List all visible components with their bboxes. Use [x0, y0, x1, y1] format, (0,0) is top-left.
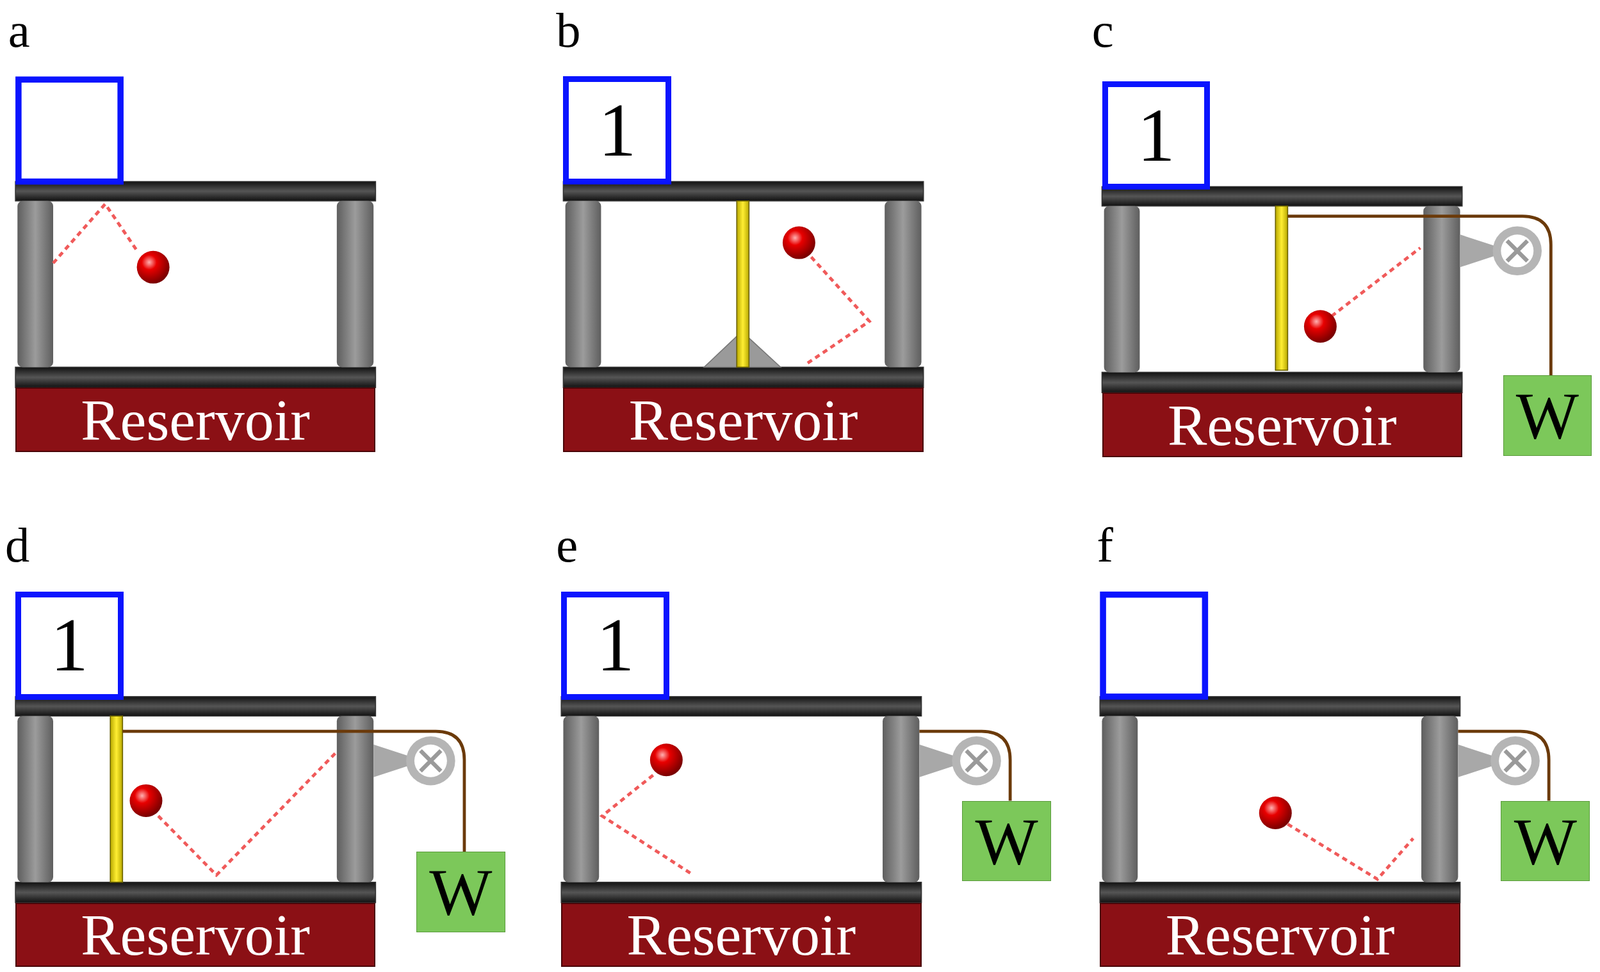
- node-text: 1: [596, 607, 635, 684]
- left-wall: [565, 201, 602, 368]
- pulley-cross: [966, 750, 988, 772]
- engine-panel: [15, 696, 465, 904]
- panel-letter: e: [555, 521, 578, 571]
- pulley: [1493, 226, 1542, 276]
- reservoir-box: Reservoir: [563, 387, 923, 452]
- trajectory: [53, 204, 138, 264]
- trajectory: [1287, 824, 1413, 880]
- bottom-bar: [15, 882, 376, 904]
- trajectory: [158, 751, 337, 876]
- right-wall: [884, 201, 922, 368]
- particle: [1259, 796, 1292, 830]
- rope: [122, 731, 465, 852]
- chamber-interior: [1101, 204, 1462, 376]
- node-text: 1: [598, 92, 637, 169]
- engine-panel: [563, 181, 923, 389]
- chamber-interior: [1099, 714, 1460, 886]
- pulley-axle: [1500, 234, 1534, 268]
- bottom-bar: [563, 367, 923, 388]
- node-text: W: [429, 858, 492, 926]
- panel-letter: f: [1097, 521, 1114, 571]
- pulley: [406, 736, 455, 786]
- pulley-axle: [960, 744, 993, 778]
- weight-box: W: [962, 801, 1052, 882]
- weight-box: W: [1503, 375, 1593, 457]
- reservoir-box: Reservoir: [1102, 392, 1463, 457]
- particle: [1304, 310, 1337, 343]
- memory-box: 1: [563, 76, 672, 185]
- node-text: Reservoir: [628, 390, 859, 450]
- memory-box: 1: [15, 591, 124, 701]
- panel-letter: d: [5, 521, 30, 571]
- bottom-bar: [1101, 372, 1462, 393]
- pulley: [1490, 736, 1540, 786]
- node-text: 1: [50, 607, 89, 684]
- node-text: W: [1514, 808, 1577, 875]
- reservoir-box: Reservoir: [561, 903, 922, 968]
- right-wall: [882, 716, 920, 883]
- left-wall: [17, 201, 54, 368]
- node-text: Reservoir: [627, 905, 857, 965]
- chamber-interior: [15, 199, 376, 371]
- reservoir-box: Reservoir: [15, 387, 376, 452]
- weight-box: W: [1500, 801, 1590, 882]
- node-text: Reservoir: [80, 905, 311, 965]
- partition: [736, 201, 749, 368]
- node-text: W: [1516, 382, 1579, 449]
- empty-memory-box: [18, 79, 121, 182]
- pulley-axle: [1498, 744, 1532, 778]
- trajectory: [602, 775, 692, 875]
- partition: [110, 716, 123, 883]
- right-wall: [1423, 206, 1460, 373]
- memory-box: 1: [1102, 81, 1211, 190]
- right-wall: [1421, 716, 1458, 883]
- pulley-cross: [1505, 750, 1526, 772]
- reservoir-box: Reservoir: [15, 903, 376, 968]
- engine-panel: [561, 696, 1011, 904]
- weight-box: W: [416, 851, 506, 933]
- rope: [1457, 731, 1549, 801]
- particle: [129, 784, 163, 818]
- left-wall: [563, 716, 599, 883]
- right-wall: [336, 201, 374, 368]
- node-text: Reservoir: [80, 390, 311, 450]
- left-wall: [1101, 716, 1138, 883]
- node-text: W: [975, 808, 1039, 875]
- pulley: [951, 736, 1001, 786]
- particle: [650, 743, 683, 777]
- reservoir-box: Reservoir: [1099, 903, 1460, 968]
- bottom-bar: [1099, 882, 1460, 904]
- partition: [1275, 206, 1288, 371]
- memory-box: 1: [561, 591, 670, 701]
- panel-letter: c: [1092, 6, 1114, 56]
- chamber-interior: [561, 714, 922, 886]
- engine-panel: [15, 79, 376, 388]
- node-text: Reservoir: [1165, 905, 1396, 965]
- pulley-axle: [414, 744, 448, 778]
- node-text: Reservoir: [1167, 395, 1397, 455]
- bottom-bar: [561, 882, 922, 904]
- engine-panel: [1099, 595, 1549, 904]
- particle: [782, 226, 816, 260]
- rope: [1287, 216, 1551, 376]
- engine-panel: [1101, 186, 1551, 393]
- left-wall: [17, 716, 54, 883]
- bottom-bar: [15, 367, 376, 388]
- trajectory: [806, 256, 870, 364]
- chamber-interior: [15, 714, 376, 886]
- left-wall: [1104, 206, 1141, 373]
- panel-letter: a: [8, 6, 31, 56]
- particle: [137, 251, 170, 284]
- node-text: 1: [1136, 97, 1175, 174]
- trajectory: [1331, 247, 1421, 317]
- pulley-cross: [1507, 240, 1528, 262]
- panel-letter: b: [555, 6, 581, 56]
- chamber-interior: [563, 199, 923, 371]
- right-wall: [336, 716, 374, 883]
- pulley-cross: [420, 750, 441, 772]
- rope: [919, 731, 1011, 801]
- empty-memory-box: [1102, 595, 1205, 697]
